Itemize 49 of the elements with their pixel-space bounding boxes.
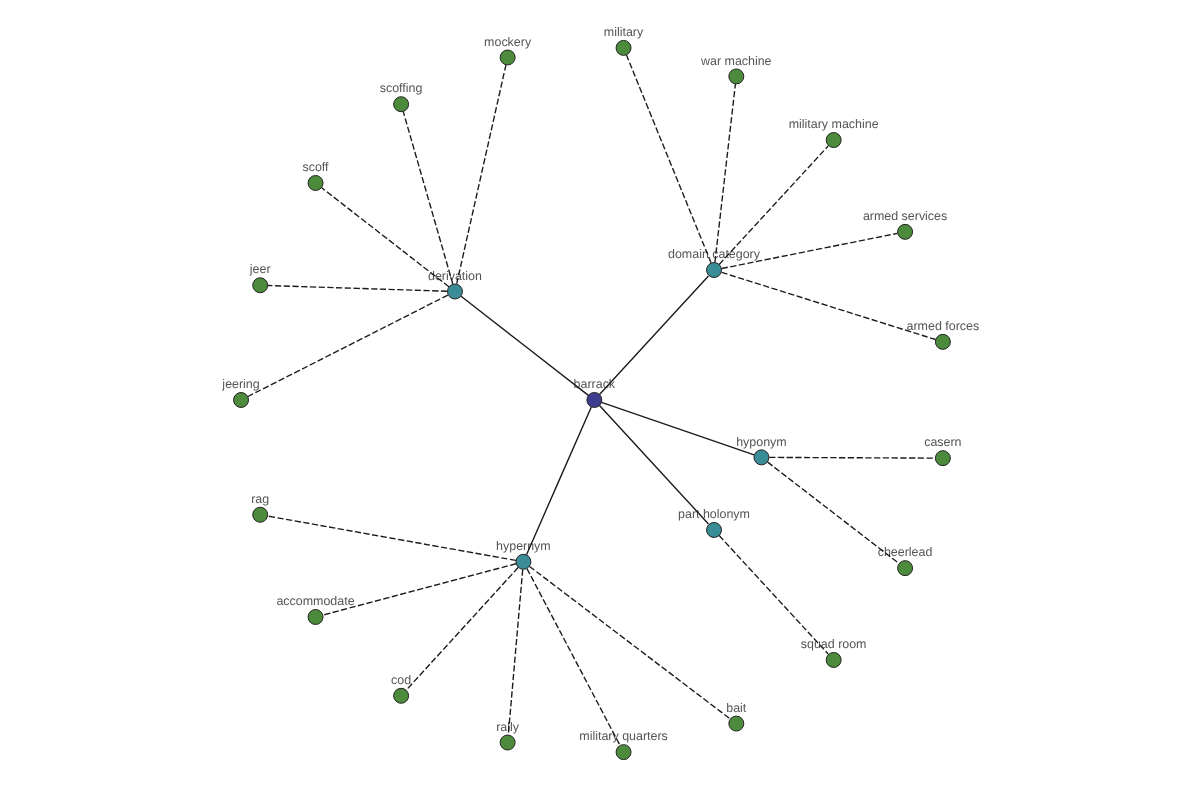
connector [506, 568, 523, 736]
connector [719, 271, 936, 341]
connector [597, 404, 709, 525]
node-circle [705, 262, 721, 278]
node-circle [392, 96, 409, 113]
node-circle [705, 522, 721, 538]
node-circle [514, 553, 531, 570]
node-circle [306, 175, 323, 191]
node-circle [498, 734, 515, 751]
node-circle [306, 609, 323, 625]
node-circle [824, 651, 841, 668]
node-circle [824, 132, 841, 149]
connector [266, 284, 447, 292]
connector [717, 534, 828, 655]
connector [401, 111, 453, 285]
node-circle [498, 49, 515, 66]
node-circle [752, 449, 769, 466]
connector [524, 406, 591, 556]
connector [404, 566, 518, 691]
node-circle [896, 223, 913, 240]
connector [266, 515, 516, 562]
connector [767, 456, 935, 459]
connector [525, 567, 620, 746]
connector [246, 294, 448, 398]
connector [597, 275, 709, 396]
connector [455, 64, 506, 285]
node-circle [896, 560, 913, 577]
connector [765, 461, 899, 565]
node-circle [727, 68, 744, 85]
connector [320, 187, 449, 288]
node-circle [251, 506, 268, 523]
connector [527, 565, 730, 720]
node-circle [933, 333, 950, 350]
connector [459, 295, 589, 397]
connector [599, 401, 754, 456]
connector [624, 54, 711, 264]
node-circle [933, 450, 950, 467]
node-circle [727, 715, 744, 732]
connector [321, 563, 516, 616]
connector [720, 232, 898, 270]
connector [717, 145, 828, 266]
connector [713, 83, 736, 263]
node-circle [614, 39, 631, 56]
node-circle [392, 687, 409, 704]
node-circle [232, 392, 249, 408]
node-circle [614, 744, 631, 761]
node-circle [585, 392, 602, 408]
node-circle [251, 277, 268, 294]
node-circle [446, 283, 462, 300]
